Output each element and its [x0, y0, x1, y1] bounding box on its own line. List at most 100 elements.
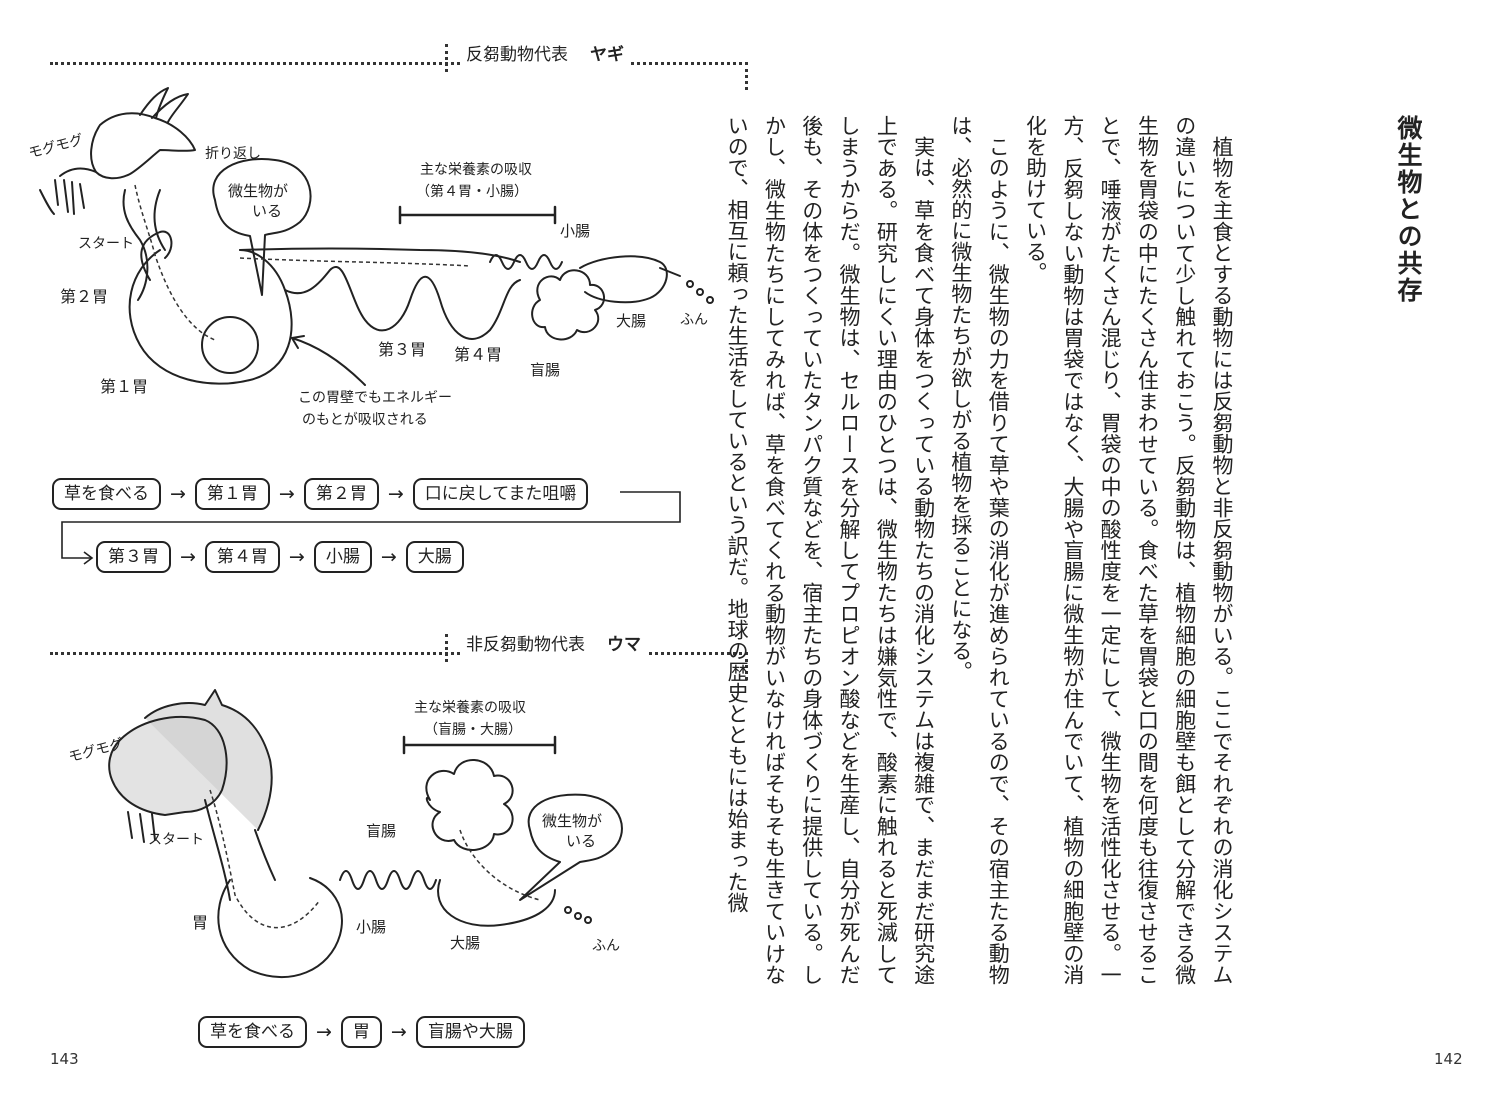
goat-microbe-text-1: 微生物が — [228, 182, 288, 200]
horse-header-animal: ウマ — [607, 635, 641, 655]
horse-absorb-detail: （盲腸・大腸） — [424, 721, 522, 738]
horse-microbe-text-1: 微生物が — [542, 812, 602, 830]
horse-small-intestine — [339, 870, 437, 890]
horse-small-intestine-label: 小腸 — [356, 918, 386, 936]
body-text: 植物を主食とする動物には反芻動物と非反芻動物がいる。ここでそれぞれの消化システム… — [725, 115, 1240, 986]
horse-feces-label: ふん — [592, 938, 620, 954]
horse-absorb-range — [402, 735, 557, 755]
flow-arrow-icon: → — [387, 483, 404, 505]
goat-flow-step: 第２胃 — [303, 478, 379, 510]
horse-header-title: 非反芻動物代表 ウマ — [460, 630, 647, 655]
horse-teeth — [127, 811, 156, 843]
goat-microbe-text-2: いる — [252, 202, 282, 220]
goat-flow-step: 大腸 — [405, 541, 464, 573]
horse-absorb-title: 主な栄養素の吸収 — [414, 699, 526, 716]
flow-arrow-icon: → — [170, 483, 186, 505]
horse-neck-front — [204, 799, 231, 901]
flow-arrow-icon: → — [316, 1021, 332, 1043]
goat-lip — [39, 189, 55, 215]
flow-arrow-icon: → — [180, 546, 196, 568]
header-dotted-divider — [445, 44, 448, 72]
goat-flow-connector — [61, 491, 681, 565]
goat-orikaeshi-label: 折り返し — [205, 146, 261, 162]
horse-head — [108, 716, 228, 816]
horse-large-intestine-label: 大腸 — [450, 934, 480, 952]
horse-stomach — [217, 877, 343, 979]
header-dotted-divider — [445, 634, 448, 662]
horse-illustration: モグモグ スタート 盲腸 胃 小腸 大腸 ふん 微生物が いる 主な栄養素の吸収… — [67, 689, 623, 979]
goat-flow-step: 小腸 — [313, 541, 372, 573]
goat-large-intestine-label: 大腸 — [616, 312, 646, 330]
horse-start-label: スタート — [148, 832, 204, 848]
goat-flow-step: 草を食べる — [52, 478, 161, 510]
goat-header-label: 反芻動物代表 — [466, 45, 568, 65]
goat-rumen-swirl — [201, 316, 259, 374]
header-dotted-line — [50, 62, 748, 65]
flow-arrow-icon: → — [380, 546, 397, 568]
goat-flow-step: 口に戻してまた咀嚼 — [412, 478, 589, 510]
horse-header-label: 非反芻動物代表 — [466, 635, 585, 655]
horse-microbe-text-2: いる — [566, 832, 596, 850]
body-paragraph: 実は、草を食べて身体をつくっている動物たちの消化システムは複雑で、まだまだ研究途… — [725, 115, 936, 985]
goat-flow-row2: 第３胃 → 第４胃 → 小腸 → 大腸 — [96, 541, 464, 573]
goat-wall-note-1: この胃壁でもエネルギー — [298, 390, 452, 406]
goat-large-intestine — [579, 255, 668, 304]
horse-microbe-bubble — [519, 793, 623, 901]
goat-cecum — [531, 269, 605, 341]
horse-stomach-label: 胃 — [192, 913, 208, 932]
header-dotted-end — [745, 652, 748, 680]
goat-flow-step: 第１胃 — [194, 478, 270, 510]
flow-arrow-icon: → — [390, 1021, 407, 1043]
goat-rumen — [128, 249, 293, 385]
goat-stomach1-label: 第１胃 — [100, 377, 148, 396]
goat-wall-note-2: のもとが吸収される — [302, 412, 428, 428]
goat-flow-step: 第４胃 — [204, 541, 280, 573]
header-dotted-end — [745, 62, 748, 90]
horse-flow-step: 胃 — [340, 1016, 382, 1048]
body-paragraph: このように、微生物の力を借りて草や葉の消化が進められているので、その宿主たる動物… — [948, 115, 1011, 986]
goat-stomach4-label: 第４胃 — [454, 345, 502, 364]
goat-lower-gut — [284, 266, 521, 340]
goat-flow-row1: 草を食べる → 第１胃 → 第２胃 → 口に戻してまた咀嚼 — [52, 478, 589, 510]
goat-stomach3-label: 第３胃 — [378, 340, 426, 359]
section-title: 微生物との共存 — [1394, 115, 1423, 304]
goat-stomach2-label: 第２胃 — [60, 287, 108, 306]
goat-illustration: モグモグ 折り返し スタート 第２胃 第１胃 第３胃 第４胃 小腸 盲腸 大腸 … — [27, 87, 714, 428]
goat-esophagus — [122, 189, 149, 301]
goat-start-label: スタート — [78, 236, 134, 252]
goat-cecum-label: 盲腸 — [530, 361, 560, 379]
goat-header-animal: ヤギ — [590, 45, 624, 65]
horse-flow-row: 草を食べる → 胃 → 盲腸や大腸 — [198, 1016, 525, 1048]
horse-section-header: 非反芻動物代表 ウマ — [50, 630, 748, 680]
horse-flow-step: 盲腸や大腸 — [415, 1016, 525, 1048]
goat-absorb-detail: （第４胃・小腸） — [416, 183, 528, 200]
flow-arrow-icon: → — [278, 483, 295, 505]
horse-neck-back — [254, 829, 276, 881]
goat-section-header: 反芻動物代表 ヤギ — [50, 40, 748, 90]
horse-cecum — [425, 759, 514, 852]
goat-small-intestine — [489, 254, 563, 270]
goat-snout — [59, 167, 97, 177]
goat-wall-arrow — [291, 337, 366, 386]
page-number-right: 142 — [1434, 1050, 1463, 1068]
goat-microbe-bubble — [212, 158, 312, 296]
goat-horn-2 — [151, 93, 189, 123]
body-paragraph: 植物を主食とする動物には反芻動物と非反芻動物がいる。ここでそれぞれの消化システム… — [1023, 115, 1234, 986]
goat-teeth — [54, 179, 85, 215]
goat-absorb-title: 主な栄養素の吸収 — [420, 161, 532, 178]
horse-digestive-diagram: モグモグ スタート 盲腸 胃 小腸 大腸 ふん 微生物が いる 主な栄養素の吸収… — [0, 0, 760, 1014]
goat-header-title: 反芻動物代表 ヤギ — [460, 40, 630, 65]
goat-reticulum — [140, 230, 173, 281]
horse-cecum-label: 盲腸 — [366, 822, 396, 840]
header-dotted-line — [50, 652, 748, 655]
goat-feces-label: ふん — [680, 312, 708, 328]
goat-absorb-range — [398, 205, 557, 225]
horse-flow-step: 草を食べる — [198, 1016, 307, 1048]
page-number-left: 143 — [50, 1050, 79, 1068]
horse-large-intestine — [437, 879, 556, 927]
goat-digestive-diagram: モグモグ 折り返し スタート 第２胃 第１胃 第３胃 第４胃 小腸 盲腸 大腸 … — [0, 0, 760, 444]
goat-flow-step: 第３胃 — [96, 541, 171, 573]
horse-food-path — [209, 789, 541, 929]
goat-small-intestine-label: 小腸 — [560, 222, 590, 240]
